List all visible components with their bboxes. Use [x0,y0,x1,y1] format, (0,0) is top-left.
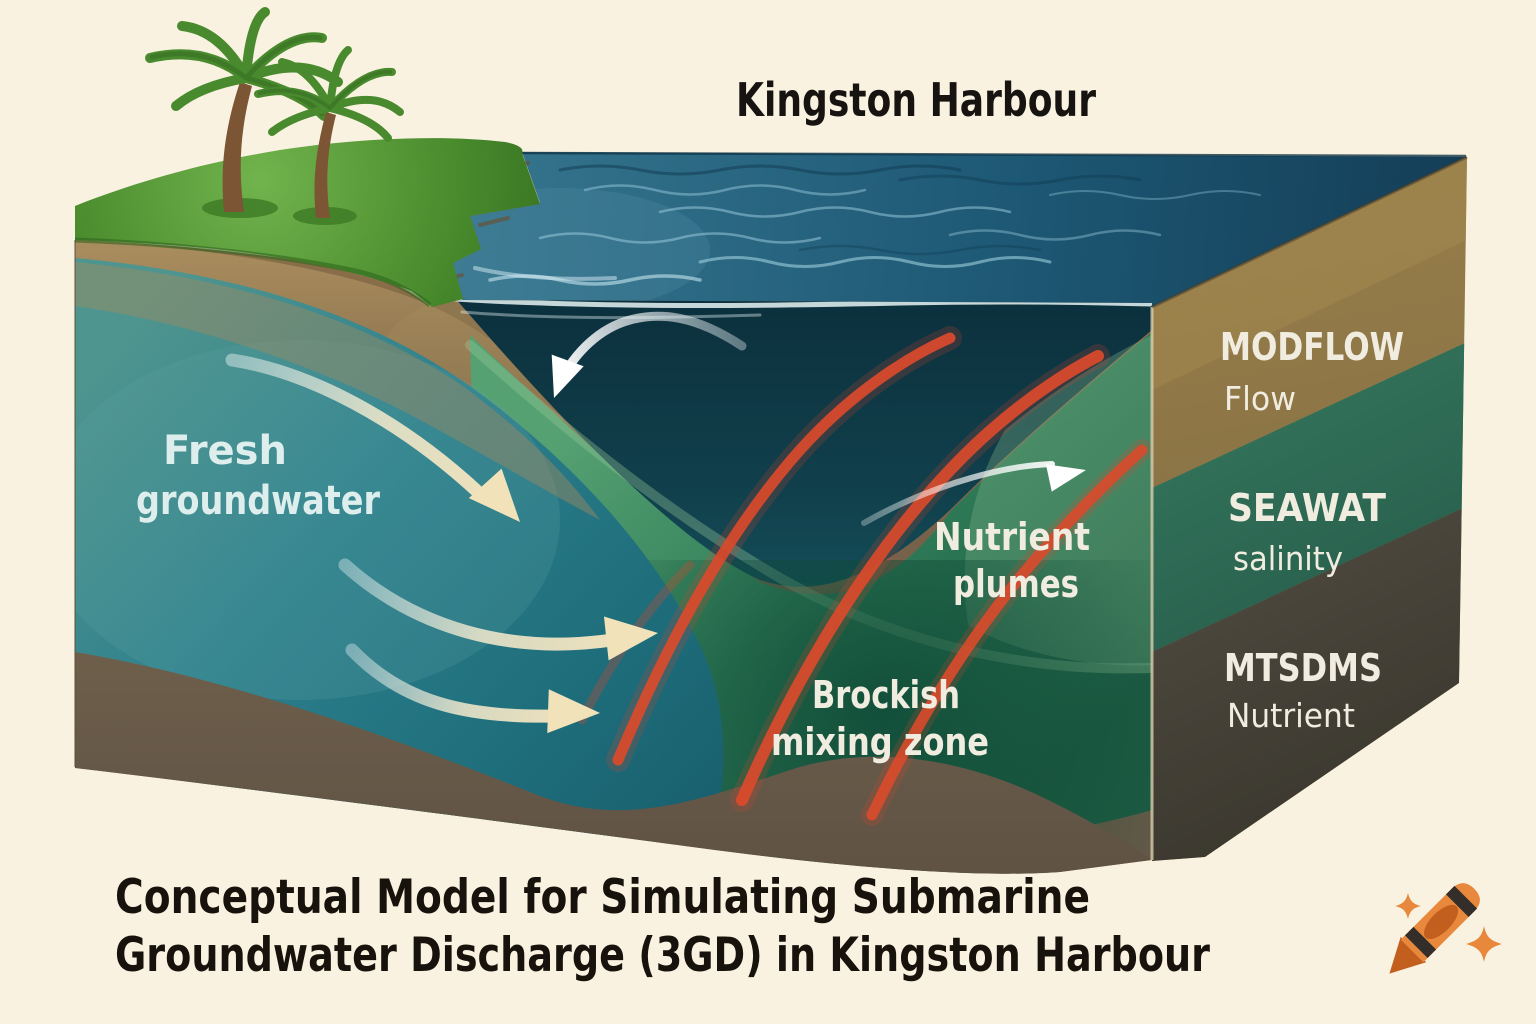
bottom-soil-band [75,652,1152,874]
layer-mtsdms-variable: Nutrient [1227,696,1355,735]
palm-tree [145,7,343,212]
crayon-stripe [1445,885,1478,918]
sea-shallow-glow [452,188,710,307]
nutrient-plume-arrow [861,461,1055,526]
sea-ripple [1049,190,1261,200]
palm-trunk [222,82,252,212]
fresh-groundwater-label-line2: groundwater [136,478,380,524]
sea-ripple [948,229,1162,241]
harbour-title: Kingston Harbour [736,73,1096,127]
arrowhead [551,354,584,398]
sea-ripple [798,244,1042,256]
groundwater-flow-arrow [338,558,619,651]
palm-frond-shading [258,69,392,110]
layer-top-highlight [1152,157,1467,390]
sparkle-icon [1395,893,1421,919]
waterline-foam [460,310,762,320]
sea-ripple [583,184,867,196]
caption-line2: Groundwater Discharge (3GD) in Kingston … [115,928,1211,983]
lens-highlight [75,340,560,700]
sea-surface-face [452,152,1467,307]
nutrient-plume-streak [736,350,1104,806]
sea-ripple [658,206,1012,218]
sea-foam-arc [473,266,617,281]
crayon-watermark [1389,883,1502,974]
palm-frond [278,58,334,112]
flow-arrow-group [225,311,1086,734]
caption-line1: Conceptual Model for Simulating Submarin… [115,870,1090,925]
layer-seawat-variable: salinity [1233,539,1343,578]
palm-frond [326,104,392,142]
layer-modflow-name: MODFLOW [1220,325,1404,369]
arrowhead [603,616,658,661]
groundwater-flow-arrow [345,643,563,723]
sea-ripple [558,164,962,176]
fresh-groundwater-label-line1: Fresh [163,428,287,474]
island [74,7,540,307]
sea-ripple [898,174,1142,186]
palm-frond [171,73,251,111]
palm-frond [241,7,270,83]
brackish-mixing-zone-label-line2: mixing zone [771,720,989,764]
palm-frond [326,46,352,112]
arrowhead [1045,464,1086,492]
brackish-mixing-zone-label-line1: Brockish [812,673,960,717]
sparkle-icon [1466,926,1502,962]
layer-mtsdms-name: MTSDMS [1224,646,1382,690]
arrowhead [468,468,520,522]
crayon-stripe [1404,926,1437,959]
lens-sand-transition [75,262,600,520]
palm-trunk [314,112,336,218]
palm-frond-dark [243,34,323,81]
crayon-tip [1389,936,1427,974]
crayon-icon [1389,883,1480,974]
nutrient-plume-group [577,326,1152,826]
nutrient-plume-streak [866,444,1148,821]
sea-ripple [698,256,1052,268]
nutrient-plume-streak [612,332,956,766]
palm-frond [326,95,404,116]
layer-seawat-band [1152,342,1467,652]
arrowhead [547,689,600,734]
palm-frond [177,21,251,83]
recirculation-arrow [555,311,747,387]
palm-frond-dark [149,51,249,81]
layer-modflow-variable: Flow [1224,379,1296,418]
layer-face-top-edge [1151,155,1468,309]
cross-section-front-face [74,240,1152,874]
groundwater-flow-arrow [225,353,485,499]
grass-front-edge [74,237,432,307]
crayon-label-oval [1423,904,1459,940]
palm-frond-dark [258,88,332,110]
nutrient-plumes-label-line1: Nutrient [934,515,1090,559]
model-layer-face [1150,155,1468,861]
palm-tree [254,46,404,218]
sea-ripple [538,232,822,244]
sea-surface [452,151,1467,307]
layer-mtsdms-band [1152,506,1467,861]
sea-back-edge [521,151,1467,158]
palm-frond-dark [328,69,392,110]
palm-frond [268,104,334,136]
layer-seawat-name: SEAWAT [1228,486,1386,530]
nutrient-plumes-label-line2: plumes [953,562,1079,606]
